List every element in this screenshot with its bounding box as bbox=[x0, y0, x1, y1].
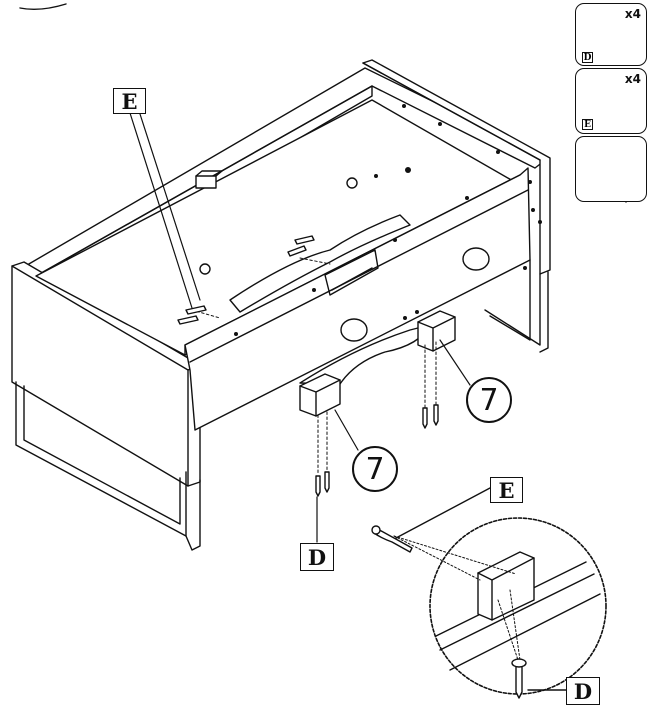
tool-box bbox=[575, 136, 647, 202]
quantity-e: x4 bbox=[624, 72, 641, 86]
detail-view bbox=[371, 487, 607, 699]
block-left bbox=[299, 373, 341, 417]
hardware-box-e: x4 E bbox=[575, 68, 647, 134]
hardware-box-d: x4 D bbox=[575, 3, 647, 66]
screws-d bbox=[315, 404, 439, 497]
screws-e bbox=[177, 235, 315, 325]
code-d: D bbox=[582, 52, 593, 63]
part-e-callout-detail: E bbox=[490, 477, 523, 503]
leader-e-top bbox=[129, 112, 193, 309]
quantity-d: x4 bbox=[624, 7, 641, 21]
block-right bbox=[417, 310, 456, 352]
step-number-left: 7 bbox=[352, 446, 398, 492]
cabinet bbox=[11, 59, 551, 551]
code-e: E bbox=[582, 119, 593, 130]
step-number-right: 7 bbox=[466, 377, 512, 423]
part-e-callout-top: E bbox=[113, 88, 146, 114]
part-d-callout-detail: D bbox=[566, 677, 600, 705]
part-d-callout-main: D bbox=[300, 543, 334, 571]
corner-mark bbox=[19, 3, 67, 11]
